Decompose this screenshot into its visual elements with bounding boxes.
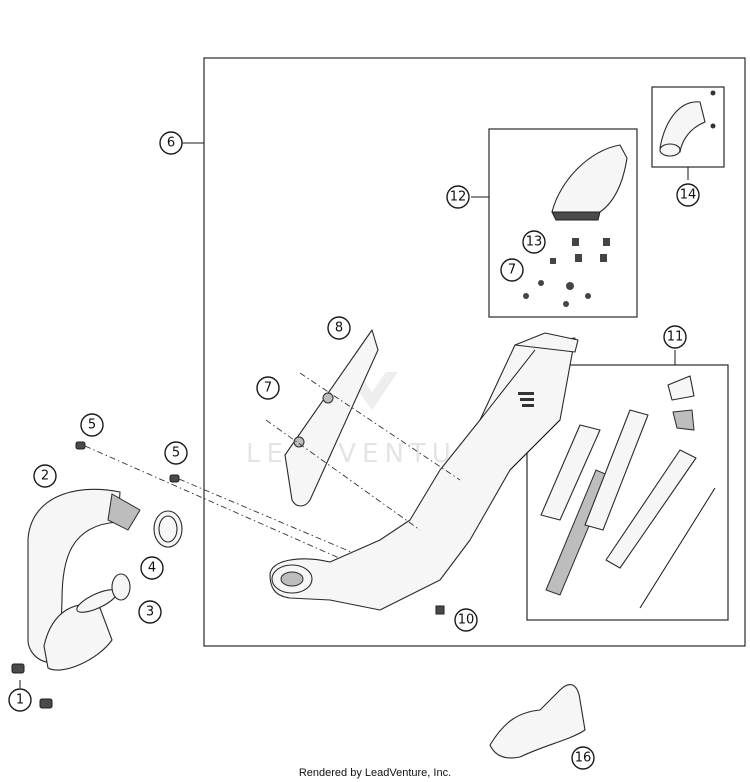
repair-kit-frame: [488, 128, 638, 318]
callout-5a[interactable]: 5: [80, 413, 104, 437]
svg-text:5: 5: [172, 446, 180, 461]
callout-16[interactable]: 16: [571, 746, 595, 770]
svg-text:5: 5: [88, 418, 96, 433]
header-pipe: [27, 488, 141, 671]
mounting-screws: [75, 441, 371, 566]
callout-1[interactable]: 1: [8, 688, 32, 712]
silencer-assembly-frame: [203, 57, 746, 647]
heat-shield: [265, 329, 461, 531]
svg-text:10: 10: [458, 613, 475, 628]
svg-text:12: 12: [450, 190, 467, 205]
svg-text:7: 7: [508, 263, 516, 278]
lower-heat-guard: [489, 684, 586, 759]
svg-text:13: 13: [526, 235, 543, 250]
svg-text:3: 3: [146, 605, 154, 620]
leader-lines: [19, 142, 689, 688]
svg-text:8: 8: [335, 321, 343, 336]
svg-text:11: 11: [667, 330, 684, 345]
silencer-repair-kit: [523, 144, 628, 307]
callout-2[interactable]: 2: [33, 464, 57, 488]
packing-kit-frame: [526, 364, 729, 621]
callout-10[interactable]: 10: [454, 608, 478, 632]
svg-text:14: 14: [680, 188, 697, 203]
end-cap: [659, 90, 716, 157]
packing-kit: [540, 375, 716, 609]
callout-14[interactable]: 14: [676, 183, 700, 207]
callout-3[interactable]: 3: [138, 600, 162, 624]
svg-text:1: 1: [16, 693, 24, 708]
callout-8[interactable]: 8: [327, 316, 351, 340]
flange-bolts: [11, 663, 53, 709]
svg-text:4: 4: [148, 561, 156, 576]
svg-text:2: 2: [41, 469, 49, 484]
svg-text:7: 7: [264, 381, 272, 396]
callout-4[interactable]: 4: [140, 556, 164, 580]
callout-7a[interactable]: 7: [256, 376, 280, 400]
callout-5b[interactable]: 5: [164, 441, 188, 465]
svg-text:16: 16: [575, 751, 592, 766]
svg-text:6: 6: [167, 136, 175, 151]
nut: [435, 605, 445, 615]
gasket-ring: [153, 510, 183, 548]
footer-credit: Rendered by LeadVenture, Inc.: [299, 767, 451, 779]
o-ring: [111, 573, 131, 601]
callout-6[interactable]: 6: [159, 131, 183, 155]
callout-7b[interactable]: 7: [500, 258, 524, 282]
callout-12[interactable]: 12: [446, 185, 470, 209]
silencer-body: [269, 332, 579, 611]
callout-11[interactable]: 11: [663, 325, 687, 349]
callout-13[interactable]: 13: [522, 230, 546, 254]
